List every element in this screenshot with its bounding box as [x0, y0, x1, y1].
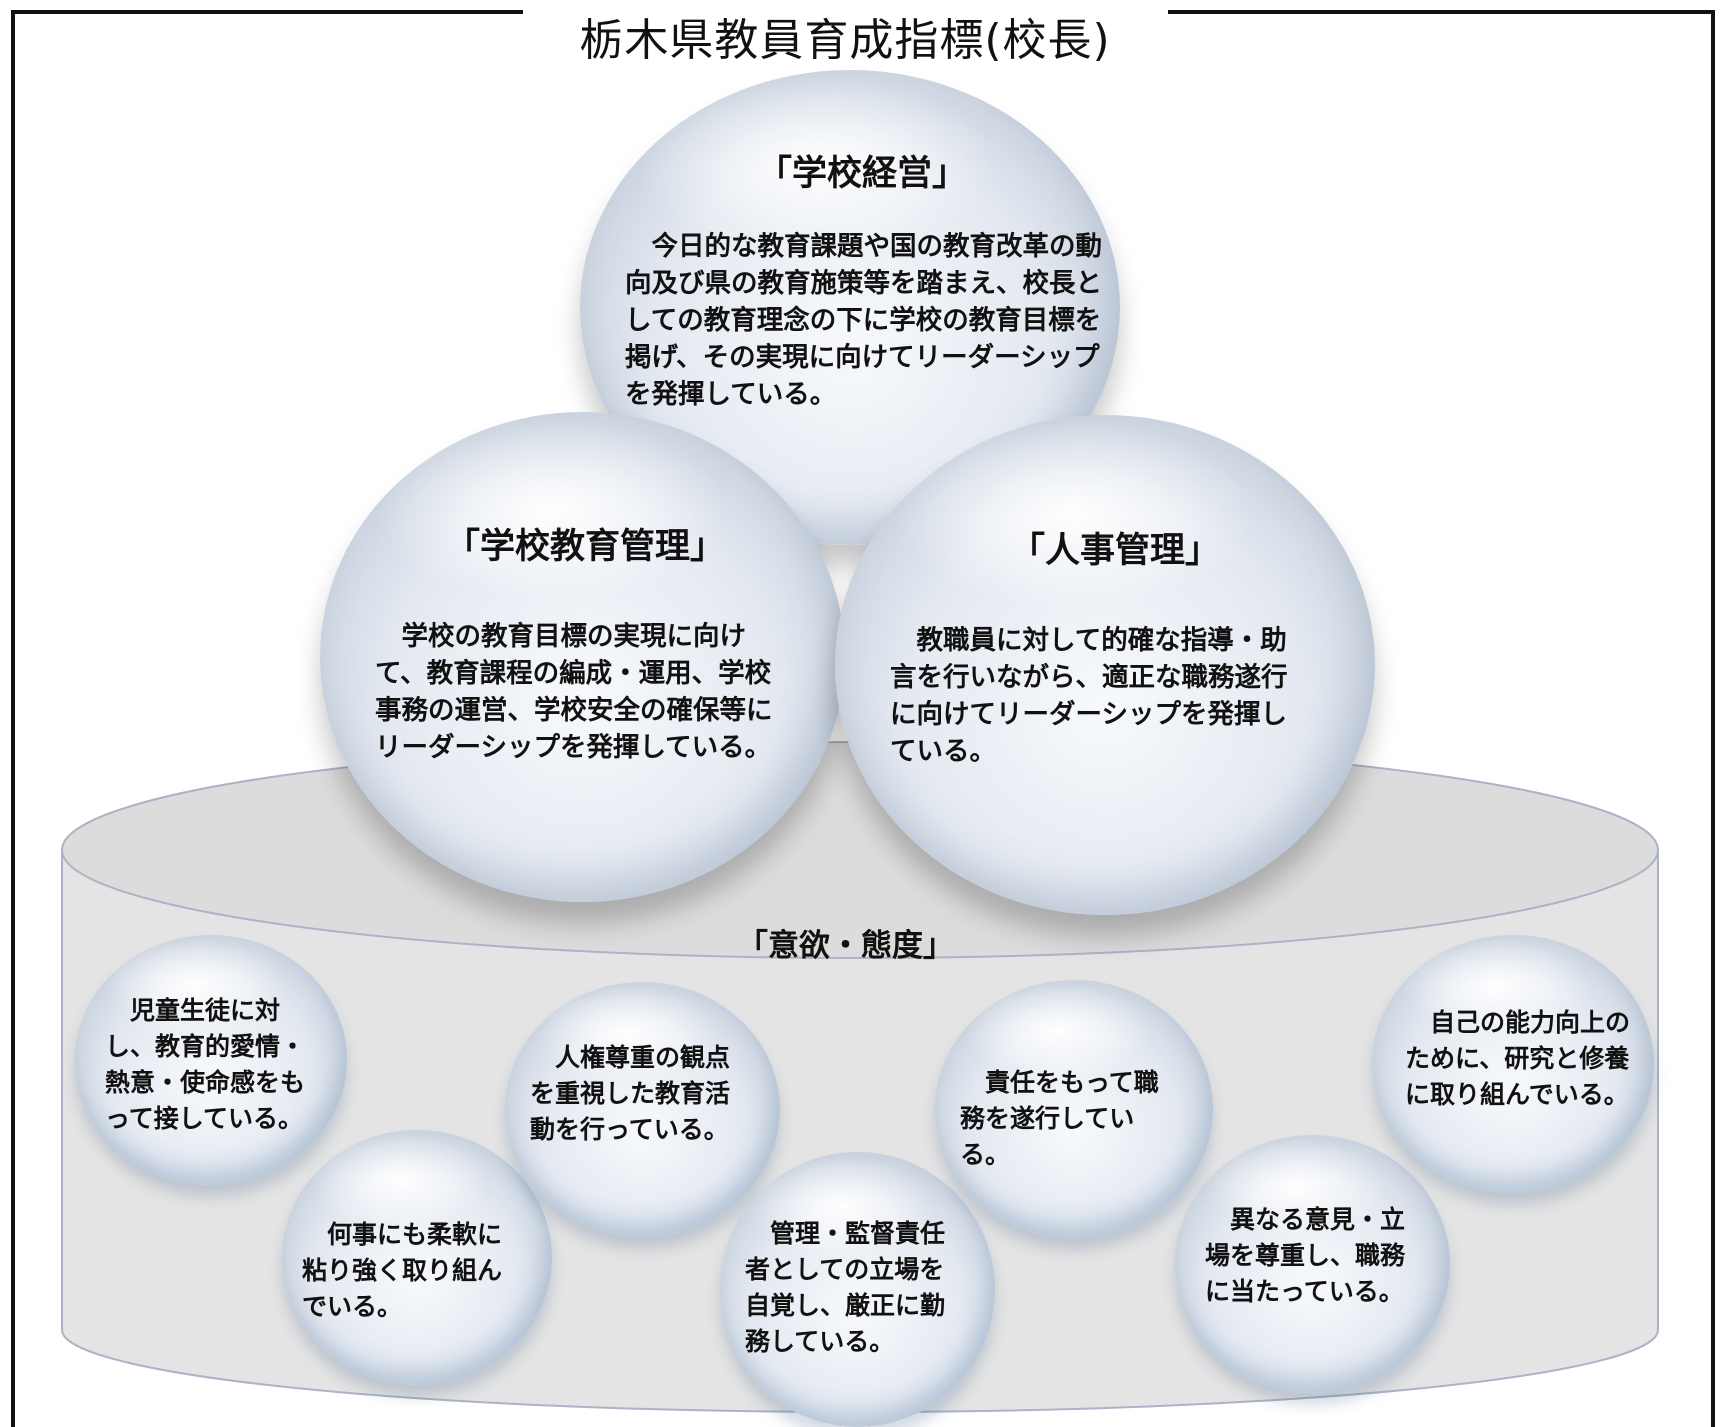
heading-school-management: 「学校経営」 — [757, 154, 968, 194]
sphere-school-education-management — [320, 412, 845, 902]
text-attitude-2: 何事にも柔軟に粘り強く取り組んでいる。 — [302, 1220, 503, 1321]
text-attitude-3: 人権尊重の観点を重視した教育活動を行っている。 — [530, 1043, 731, 1144]
text-attitude-6: 異なる意見・立場を尊重し、職務に当たっている。 — [1205, 1205, 1406, 1306]
text-school-management: 今日的な教育課題や国の教育改革の動向及び県の教育施策等を踏まえ、校長としての教育… — [625, 231, 1102, 410]
sphere-attitude-5 — [935, 980, 1213, 1238]
sphere-attitude-3 — [505, 982, 780, 1237]
sphere-attitude-6 — [1175, 1135, 1450, 1393]
text-attitude-1: 児童生徒に対し、教育的愛情・熱意・使命感をもって接している。 — [105, 996, 306, 1133]
heading-school-education-management: 「学校教育管理」 — [445, 527, 726, 567]
sphere-personnel-management — [835, 415, 1375, 915]
sphere-attitude-1 — [75, 935, 347, 1185]
text-attitude-5: 責任をもって職務を遂行している。 — [960, 1068, 1159, 1169]
sphere-attitude-2 — [282, 1130, 552, 1385]
heading-personnel-management: 「人事管理」 — [1010, 531, 1221, 571]
border-frame — [11, 10, 1715, 1427]
heading-motivation-attitude: 「意欲・態度」 — [737, 928, 954, 964]
text-attitude-7: 自己の能力向上のために、研究と修養に取り組んでいる。 — [1405, 1008, 1631, 1109]
text-attitude-4: 管理・監督責任者としての立場を自覚し、厳正に勤務している。 — [745, 1219, 946, 1356]
text-personnel-management: 教職員に対して的確な指導・助言を行いながら、適正な職務遂行に向けてリーダーシップ… — [890, 625, 1288, 767]
sphere-attitude-7 — [1372, 935, 1654, 1193]
sphere-attitude-4 — [720, 1152, 995, 1427]
text-school-education-management: 学校の教育目標の実現に向けて、教育課程の編成・運用、学校事務の運営、学校安全の確… — [375, 621, 773, 763]
page-title: 栃木県教員育成指標(校長) — [535, 6, 1155, 66]
